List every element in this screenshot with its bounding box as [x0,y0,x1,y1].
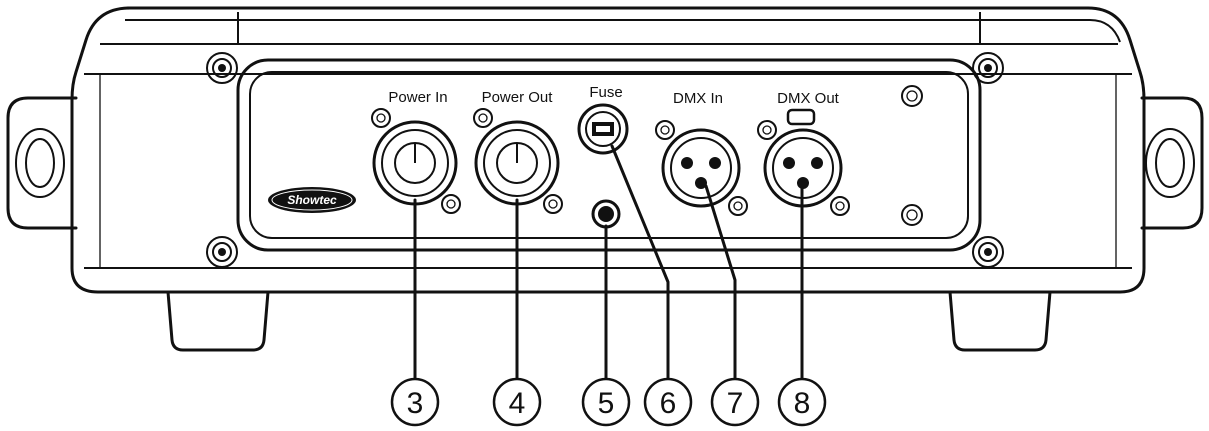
right-foot [948,290,1052,352]
label-dmx-in: DMX In [673,90,723,107]
connector-panel [236,58,982,252]
callout-7: 7 [710,377,760,427]
callout-4: 4 [492,377,542,427]
label-power-out: Power Out [482,89,554,106]
fuse-holder [577,103,629,155]
callout-5: 5 [581,377,631,427]
callout-3-number: 3 [407,387,424,420]
panel-screw-bottom [901,204,923,226]
dmx-in-connector [655,120,748,216]
screw-bottom-right [972,236,1004,268]
screw-bottom-left [206,236,238,268]
panel-screw-top [901,85,923,107]
callout-7-number: 7 [727,387,744,420]
callout-6: 6 [643,377,693,427]
callout-8: 8 [777,377,827,427]
callout-3: 3 [390,377,440,427]
callout-6-number: 6 [660,387,677,420]
label-fuse: Fuse [589,84,622,101]
power-in-connector [371,108,461,214]
callout-5-number: 5 [598,387,615,420]
label-power-in: Power In [388,89,447,106]
callout-4-number: 4 [509,387,526,420]
power-out-connector [473,108,563,214]
showtec-logo: Showtec [268,187,356,213]
logo-text: Showtec [287,193,337,207]
right-handle [1140,96,1204,230]
screw-top-left [206,52,238,84]
port-5-hole [591,199,621,229]
left-foot [166,290,270,352]
left-handle [6,96,78,230]
screw-top-right [972,52,1004,84]
label-dmx-out: DMX Out [777,90,840,107]
leader-lines [413,144,804,380]
callout-8-number: 8 [794,387,811,420]
